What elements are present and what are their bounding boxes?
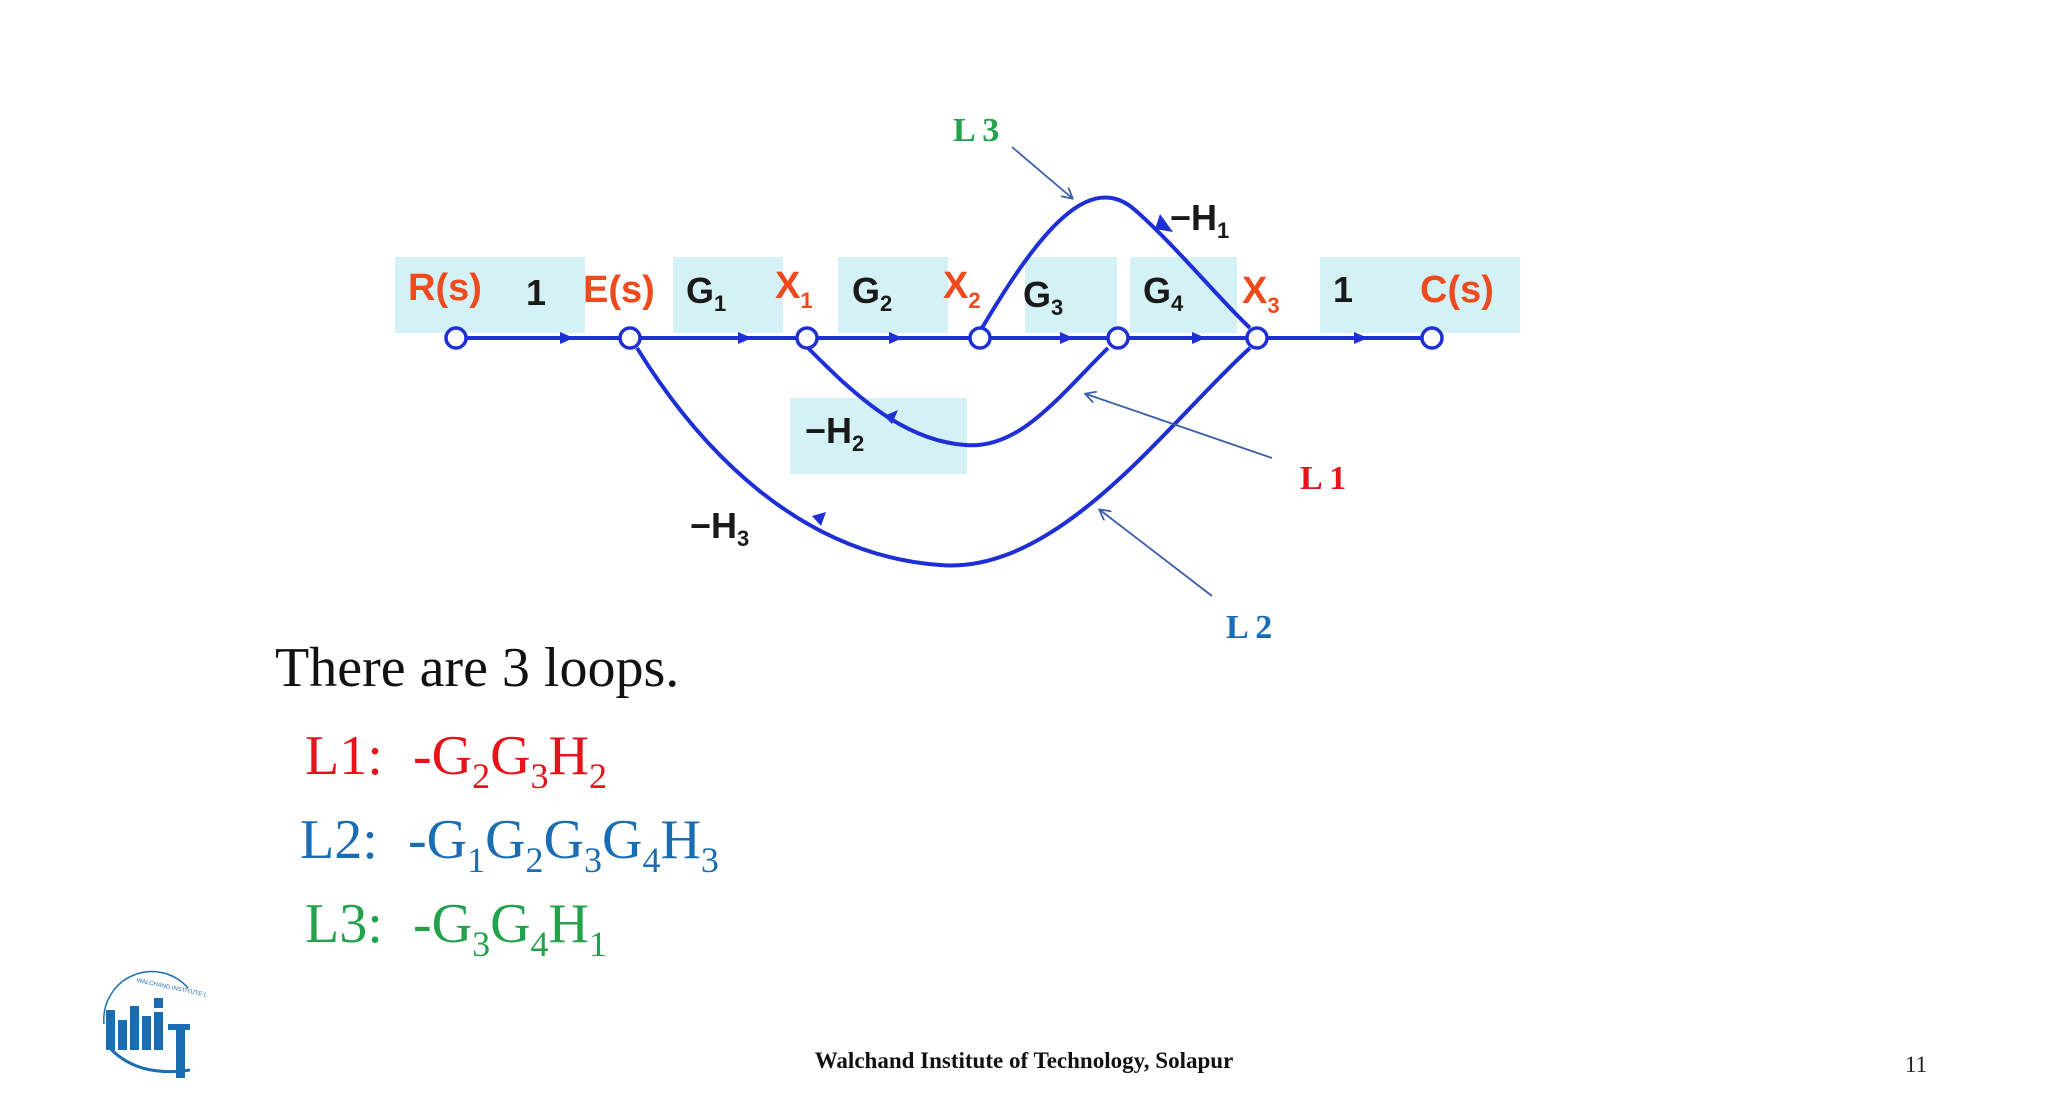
pointer-l3 [1011,146,1072,198]
node-e [618,326,642,350]
node-label-x1: X1 [775,265,813,313]
loop-l1-name: L1: [305,725,383,787]
node-label-r: R(s) [408,267,482,309]
loop-l2-expr: -G1G2G3G4H3 [408,809,719,880]
node-x2 [968,326,992,350]
branch-arrowheads [560,214,1368,526]
loop-l2-name: L2: [300,809,378,871]
node-x1 [795,326,819,350]
highlight-boxes [395,257,1520,474]
loop-l3-name: L3: [305,893,383,955]
node-label-c: C(s) [1420,269,1494,311]
logo-text: WALCHAND INSTITUTE OF TECHNOLOGY [136,978,206,1009]
pointer-l2 [1100,510,1213,597]
node-x2b [1106,326,1130,350]
feedback-path-h3 [635,346,1252,568]
pointer-l1 [1086,394,1273,459]
gain-g3: G3 [1023,274,1063,320]
gain-h3: −H3 [690,505,749,551]
node-r [444,326,468,350]
gain-g4: G4 [1143,270,1184,316]
loops-summary: There are 3 loops. L1: -G2G3H2 L2: -G1G2G3… [275,628,719,966]
nodes [444,326,1444,350]
loop-marker-l2: L 2 [1226,609,1272,646]
node-label-e: E(s) [583,269,655,311]
node-c [1420,326,1444,350]
gain-h2: −H2 [805,410,864,456]
node-label-x3: X3 [1242,270,1280,318]
loop-marker-l1: L 1 [1300,460,1346,497]
gain-g1: G1 [686,270,726,316]
feedback-path-h1 [980,195,1252,330]
loop-l1: L1: -G2G3H2 [305,714,719,798]
feedback-path-h2 [806,346,1110,448]
gain-h1: −H1 [1170,197,1229,243]
loop-l2: L2: -G1G2G3G4H3 [300,798,719,882]
node-x3 [1245,326,1269,350]
node-label-x2: X2 [943,265,981,313]
loop-marker-l3: L 3 [953,112,999,149]
institute-logo: WALCHAND INSTITUTE OF TECHNOLOGY [103,970,206,1078]
loop-l3-expr: -G3G4H1 [413,893,607,964]
gain-g2: G2 [852,270,892,316]
loop-l3: L3: -G3G4H1 [305,882,719,966]
loop-l1-expr: -G2G3H2 [413,725,607,796]
loops-heading: There are 3 loops. [275,637,680,699]
gain-r-e: 1 [526,272,546,313]
gain-x3-c: 1 [1333,269,1353,310]
slide-number: 11 [1905,1052,1928,1077]
footer-institute: Walchand Institute of Technology, Solapu… [814,1048,1234,1073]
